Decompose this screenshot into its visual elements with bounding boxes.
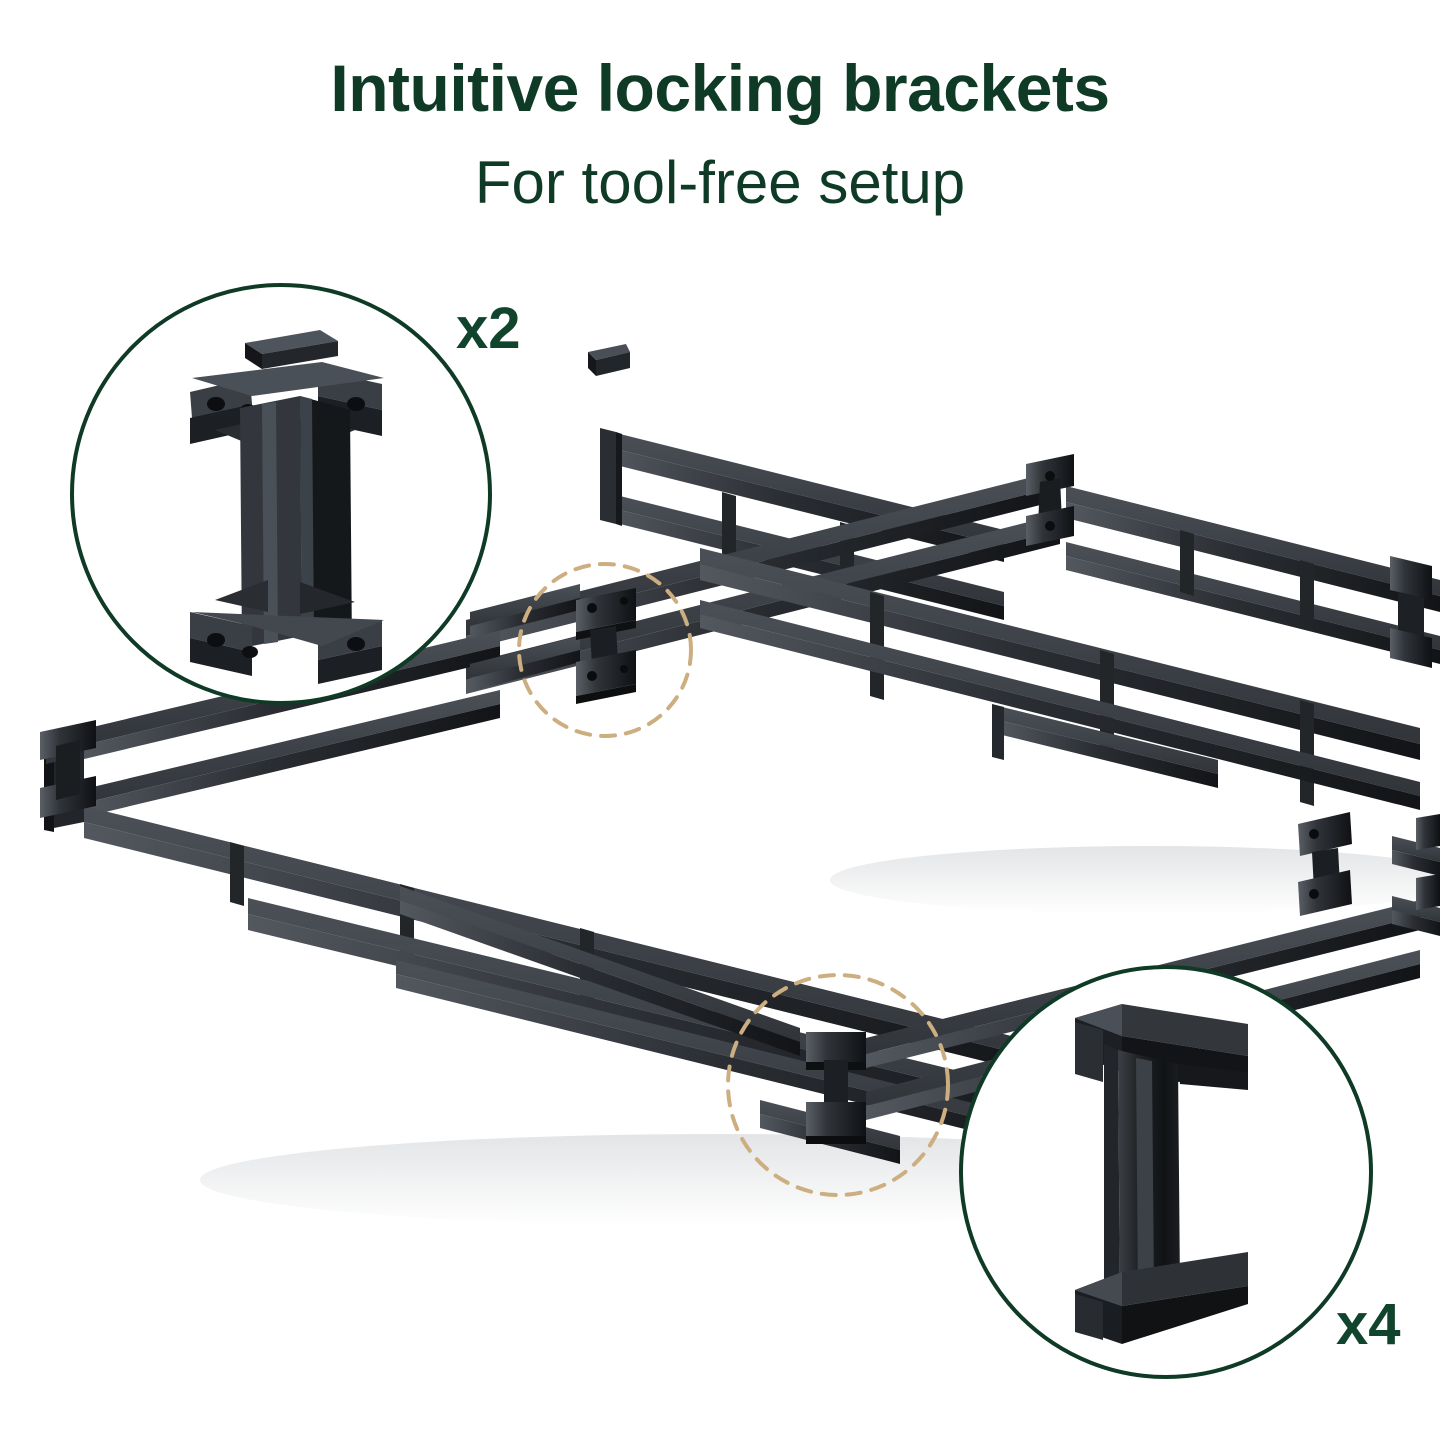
frame-cross-rail-lower <box>400 886 800 1056</box>
frame-rail-far-right <box>1066 486 1440 664</box>
highlight-circle-locking-bracket <box>726 973 950 1197</box>
callout-locking-bracket[interactable] <box>959 965 1373 1379</box>
highlight-circle-center-support <box>517 562 693 738</box>
callout-multiplier-x2: x2 <box>456 296 521 361</box>
center-support-bracket-illustration <box>190 330 384 684</box>
locking-bracket-detached-right <box>1298 812 1352 916</box>
page-subtitle: For tool-free setup <box>474 149 966 216</box>
center-support-post-on-frame <box>1026 454 1074 546</box>
bed-frame-assembly <box>40 344 1440 1226</box>
locking-bracket-far-right-edge <box>1416 814 1440 910</box>
frame-center-stringer-2 <box>700 600 1420 810</box>
i-beam-locking-bracket-illustration <box>1075 1004 1248 1344</box>
page-title: Intuitive locking brackets <box>330 51 1110 125</box>
frame-corner-joint-right <box>1390 556 1432 668</box>
locking-bracket-on-frame[interactable] <box>806 1032 866 1144</box>
corner-connector-left <box>40 720 96 818</box>
center-support-bracket-on-frame[interactable] <box>576 588 636 704</box>
frame-rail-detached-right <box>992 704 1218 788</box>
callout-center-support-bracket[interactable] <box>70 283 492 705</box>
bracket-cap-piece-detached <box>588 344 630 376</box>
frame-rail-foot <box>396 960 1130 1170</box>
callout-multiplier-x4: x4 <box>1336 1292 1401 1357</box>
